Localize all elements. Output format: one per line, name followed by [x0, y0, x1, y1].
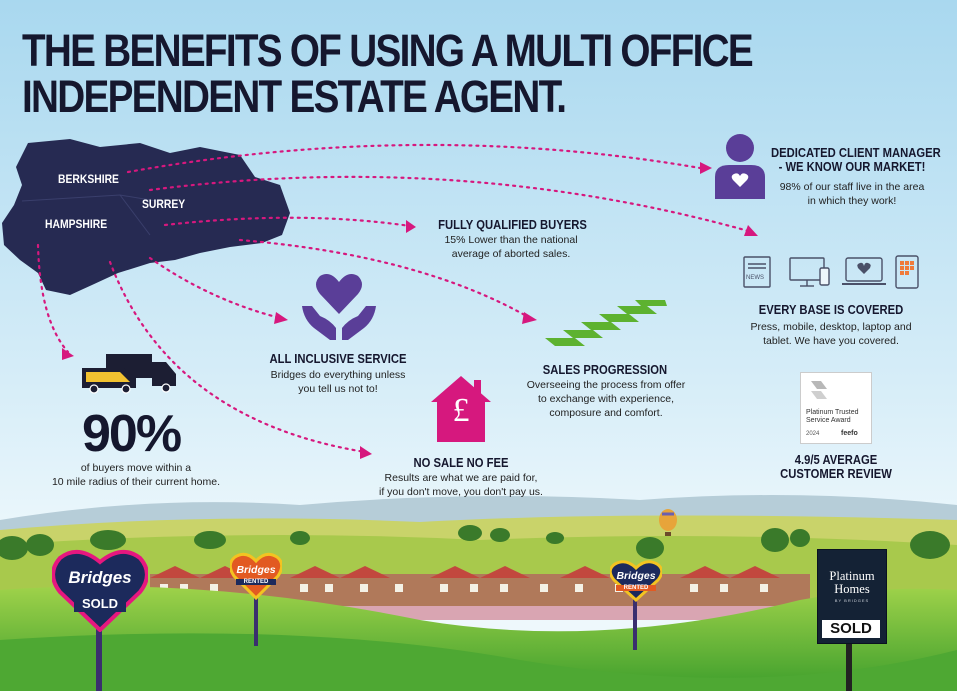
no-sale-heading: NO SALE NO FEE: [413, 456, 509, 470]
arrow-to-no-sale-no-fee: [108, 260, 367, 454]
all-inclusive-heading: ALL INCLUSIVE SERVICE: [269, 352, 407, 366]
all-inclusive-text-line-1: Bridges do everything unless: [270, 369, 406, 381]
arrow-to-sales-progression: [238, 238, 532, 320]
client-manager-heading: DEDICATED CLIENT MANAGER - WE KNOW OUR M…: [771, 146, 941, 174]
arrow-to-every-base: [148, 175, 754, 234]
rating-heading: 4.9/5 AVERAGE CUSTOMER REVIEW: [772, 453, 900, 481]
qualified-buyers-text-line-2: average of aborted sales.: [451, 248, 571, 260]
no-sale-text: Results are what we are paid for, if you…: [365, 471, 557, 499]
no-sale-text-line-1: Results are what we are paid for,: [384, 472, 538, 484]
award-name-line-1: Platinum Trusted: [806, 409, 859, 416]
rented-sign-2-brand: Bridges: [616, 570, 656, 582]
region-map: [2, 139, 290, 295]
award-brand: feefo: [841, 430, 858, 437]
arrow-to-vans: [36, 243, 70, 354]
rented-sign-1-brand: Bridges: [236, 564, 276, 576]
devices-icons: [743, 255, 919, 289]
sign-post-left: [96, 620, 102, 691]
platinum-brand-line-1: Platinum: [829, 569, 875, 583]
sales-progression-heading: SALES PROGRESSION: [542, 363, 668, 377]
arrow-to-client-manager: [126, 143, 702, 174]
client-manager-text-line-1: 98% of our staff live in the area: [779, 181, 925, 193]
sales-progression-text-line-2: to exchange with experience,: [537, 393, 674, 405]
qualified-buyers-text: 15% Lower than the national average of a…: [420, 233, 602, 261]
mobile-icon: [819, 267, 830, 286]
bridges-sold-brand: Bridges: [68, 568, 132, 587]
stat-value: 90%: [82, 405, 182, 463]
front-grass: [0, 633, 957, 691]
arrow-to-all-inclusive: [148, 256, 282, 320]
client-manager-text: 98% of our staff live in the area in whi…: [766, 180, 938, 208]
title-line-1: THE BENEFITS OF USING A MULTI OFFICE: [22, 25, 754, 76]
stat-text-line-1: of buyers move within a: [80, 462, 192, 474]
sign-post-platinum: [846, 640, 852, 691]
sales-progression-text: Overseeing the process from offer to exc…: [510, 378, 702, 420]
all-inclusive-text: Bridges do everything unless you tell us…: [255, 368, 421, 396]
client-manager-heading-line-1: DEDICATED CLIENT MANAGER: [771, 146, 941, 160]
bridges-rented-sign-2: [610, 560, 662, 602]
bridges-sold-sign: [52, 550, 148, 632]
pound-symbol: £: [452, 392, 470, 429]
every-base-text-line-2: tablet. We have you covered.: [763, 335, 899, 347]
newspaper-icon: [743, 256, 771, 288]
stat-text-line-2: 10 mile radius of their current home.: [51, 476, 221, 488]
removal-vans-icon: [82, 354, 176, 394]
platinum-brand-line-2: Homes: [834, 582, 870, 596]
client-manager-text-line-2: in which they work!: [807, 195, 897, 207]
platinum-sub: BY BRIDGES: [834, 598, 870, 603]
tablet-icon: [895, 255, 919, 289]
platinum-sold-status: SOLD: [822, 620, 880, 638]
award-name-line-2: Service Award: [806, 417, 851, 424]
sign-post-rented-2: [633, 596, 637, 650]
rating-heading-line-1: 4.9/5 AVERAGE: [794, 453, 878, 467]
all-inclusive-text-line-2: you tell us not to!: [298, 383, 378, 395]
sales-progression-text-line-1: Overseeing the process from offer: [526, 379, 686, 391]
stairs-icon: [545, 300, 667, 346]
title-line-2: INDEPENDENT ESTATE AGENT.: [22, 71, 567, 122]
platinum-brand: Platinum Homes: [818, 570, 886, 596]
feefo-logo-icon: [811, 381, 827, 399]
county-hampshire: HAMPSHIRE: [45, 219, 108, 231]
desktop-icon: [789, 257, 825, 281]
sign-post-rented-1: [254, 596, 258, 646]
page-title: THE BENEFITS OF USING A MULTI OFFICE IND…: [22, 25, 754, 122]
heart-hands-icon: [302, 274, 376, 340]
rented-sign-2-status: RENTED: [616, 585, 656, 591]
platinum-homes-sign: Platinum Homes BY BRIDGES SOLD: [817, 549, 887, 644]
hot-air-balloon: [659, 509, 677, 536]
bridges-rented-sign-1: [230, 552, 282, 600]
bridges-sold-status: SOLD: [81, 596, 119, 611]
news-label: NEWS: [746, 275, 764, 281]
region-map-shape: [2, 139, 290, 295]
every-base-text: Press, mobile, desktop, laptop and table…: [735, 320, 927, 348]
no-sale-text-line-2: if you don't move, you don't pay us.: [379, 486, 543, 498]
every-base-heading: EVERY BASE IS COVERED: [758, 303, 904, 317]
qualified-buyers-text-line-1: 15% Lower than the national: [444, 234, 578, 246]
house-pound-icon: [431, 376, 491, 442]
stat-text: of buyers move within a 10 mile radius o…: [38, 461, 234, 489]
tree-line: [0, 525, 950, 560]
feefo-award-badge: Platinum Trusted Service Award 2024 feef…: [800, 372, 872, 444]
client-manager-icon: [715, 134, 765, 199]
award-name: Platinum Trusted Service Award: [806, 409, 859, 425]
rented-sign-1-status: RENTED: [236, 579, 276, 585]
client-manager-heading-line-2: - WE KNOW OUR MARKET!: [778, 160, 926, 174]
laptop-icon: [845, 257, 883, 282]
award-year: 2024: [806, 431, 820, 437]
sales-progression-text-line-3: composure and comfort.: [549, 407, 663, 419]
arrow-to-qualified-buyers: [163, 216, 412, 228]
county-surrey: SURREY: [142, 199, 186, 211]
rating-heading-line-2: CUSTOMER REVIEW: [780, 467, 892, 481]
county-berkshire: BERKSHIRE: [58, 174, 119, 186]
qualified-buyers-heading: FULLY QUALIFIED BUYERS: [438, 218, 587, 232]
every-base-text-line-1: Press, mobile, desktop, laptop and: [750, 321, 912, 333]
